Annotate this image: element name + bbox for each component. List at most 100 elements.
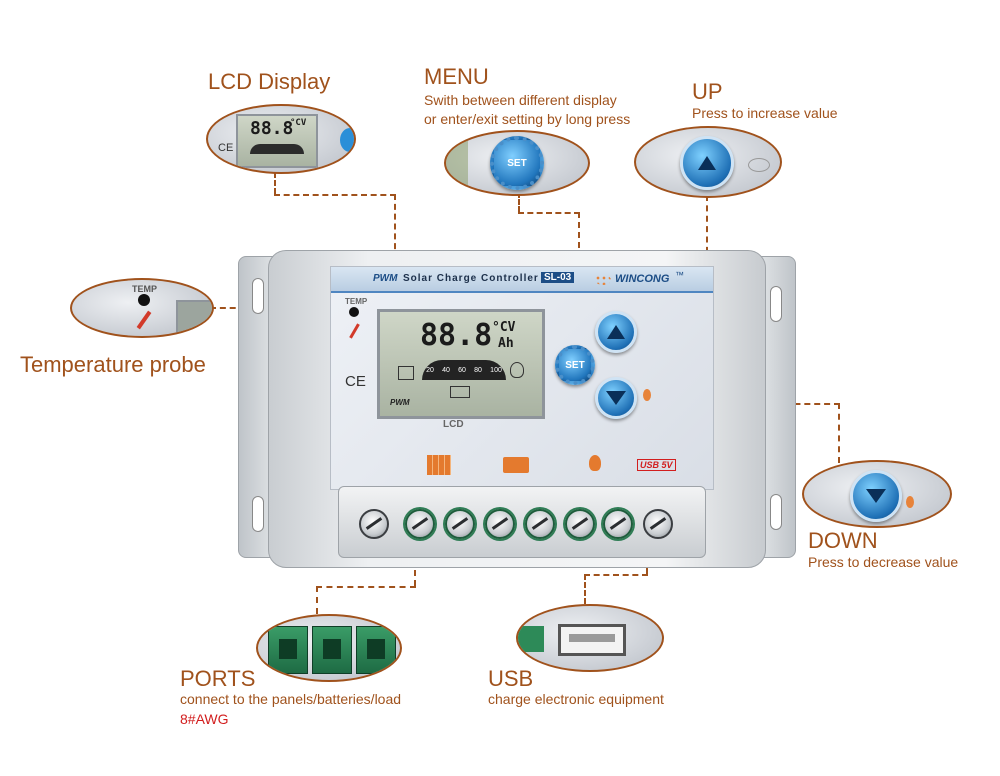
usb-connector-v2 xyxy=(584,574,586,604)
terminal-screw-6 xyxy=(565,509,595,539)
menu-connector-h xyxy=(518,212,580,214)
lcd-scale-80: 80 xyxy=(474,366,482,374)
controller-body: PWM Solar Charge Controller SL-03 WINCON… xyxy=(238,250,796,568)
minus-icon-zoom xyxy=(850,470,902,522)
usb-connector-h xyxy=(584,574,648,576)
temp-zoom-bubble: TEMP xyxy=(70,278,214,338)
down-zoom-bubble xyxy=(802,460,952,528)
model-badge: SL-03 xyxy=(541,272,575,283)
left-mount-hole-bottom xyxy=(252,496,264,532)
front-panel: PWM Solar Charge Controller SL-03 WINCON… xyxy=(330,266,714,490)
port-terminal-1 xyxy=(268,626,308,674)
lcd-pwm: PWM xyxy=(390,398,410,407)
ports-spec: 8#AWG xyxy=(180,711,229,727)
lcd-scale-40: 40 xyxy=(442,366,450,374)
brand-trademark: ™ xyxy=(675,270,684,280)
thermometer-icon-zoom xyxy=(136,310,152,330)
brand-logo-icon xyxy=(595,275,611,285)
temperature-probe-title: Temperature probe xyxy=(20,352,206,377)
usb-title: USB xyxy=(488,666,534,691)
load-bulb-icon xyxy=(589,455,601,471)
menu-desc-line1: Swith between different display xyxy=(424,92,617,108)
menu-connector-v1 xyxy=(518,192,520,212)
lcd-connector-h xyxy=(274,194,396,196)
menu-desc-line2: or enter/exit setting by long press xyxy=(424,111,631,127)
lcd-screen: 88.8 °CV Ah 20 40 60 80 100 PWM xyxy=(377,309,545,419)
set-button-edge-zoom xyxy=(340,128,354,152)
temp-probe-jack-zoom xyxy=(138,294,150,306)
down-title: DOWN xyxy=(808,528,878,553)
left-mount-hole-top xyxy=(252,278,264,314)
menu-gear-icon-zoom: SET xyxy=(490,136,544,190)
lcd-scale-20: 20 xyxy=(426,366,434,374)
set-button[interactable]: SET xyxy=(555,345,595,385)
terminal-screw-8 xyxy=(643,509,673,539)
temp-label: TEMP xyxy=(345,297,368,306)
right-mount-hole-bottom xyxy=(770,494,782,530)
minus-icon xyxy=(606,391,626,405)
right-mount-hole-top xyxy=(770,286,782,322)
up-button[interactable] xyxy=(595,311,637,353)
ce-mark-zoom: CE xyxy=(218,142,234,154)
down-connector-v xyxy=(838,403,840,463)
header-pwm: PWM xyxy=(373,273,398,284)
terminal-block xyxy=(338,486,706,558)
lcd-scale-60: 60 xyxy=(458,366,466,374)
ports-connector-h xyxy=(316,586,416,588)
temp-probe-jack[interactable] xyxy=(349,307,359,317)
thermometer-icon xyxy=(349,323,360,339)
usb-badge: USB 5V xyxy=(637,459,676,471)
plus-icon xyxy=(607,325,625,339)
terminal-screw-7 xyxy=(603,509,633,539)
header-title: Solar Charge Controller xyxy=(403,273,539,284)
lcd-bulb-icon xyxy=(510,362,524,378)
lcd-solar-icon xyxy=(398,366,414,380)
port-terminal-2 xyxy=(312,626,352,674)
lcd-digits: 88.8 xyxy=(420,318,493,353)
usb-desc: charge electronic equipment xyxy=(488,691,664,707)
down-button[interactable] xyxy=(595,377,637,419)
ports-desc: connect to the panels/batteries/load xyxy=(180,691,402,707)
lcd-zoom-unit: °CV xyxy=(290,118,307,128)
terminal-screw-4 xyxy=(485,509,515,539)
ports-title: PORTS xyxy=(180,666,256,691)
usb-port-icon xyxy=(558,624,626,656)
down-desc: Press to decrease value xyxy=(808,554,959,570)
battery-icon xyxy=(503,457,529,473)
leaf-decoration-zoom xyxy=(748,158,770,172)
lcd-unit-bottom: Ah xyxy=(498,336,514,351)
plus-icon-zoom xyxy=(680,136,734,190)
terminal-screw-1 xyxy=(359,509,389,539)
lcd-zoom-digits: 88.8 xyxy=(250,118,294,139)
terminal-screw-5 xyxy=(525,509,555,539)
bulb-icon-zoom xyxy=(906,496,914,508)
ports-connector-v1 xyxy=(414,550,416,586)
up-desc: Press to increase value xyxy=(692,105,838,121)
ports-connector-v2 xyxy=(316,586,318,614)
menu-zoom-bubble: SET xyxy=(444,130,590,196)
menu-title: MENU xyxy=(424,64,489,89)
lcd-caption: LCD xyxy=(443,419,464,430)
brand-name: WINCONG xyxy=(615,273,670,285)
port-terminal-3 xyxy=(356,626,396,674)
lcd-connector-v1 xyxy=(274,172,276,194)
terminal-screw-2 xyxy=(405,509,435,539)
power-bulb-icon xyxy=(643,389,651,401)
ce-mark: CE xyxy=(345,373,366,390)
up-title: UP xyxy=(692,79,723,104)
lcd-zoom-scale-arc xyxy=(250,144,304,154)
lcd-unit-top: °CV xyxy=(492,320,516,335)
solar-panel-icon xyxy=(427,455,451,475)
up-zoom-bubble xyxy=(634,126,782,198)
ports-zoom-bubble xyxy=(256,614,402,682)
lcd-zoom-bubble: 88.8 °CV CE xyxy=(206,104,356,174)
usb-zoom-bubble xyxy=(516,604,664,672)
lcd-display-title: LCD Display xyxy=(208,69,331,94)
lcd-scale: 20 40 60 80 100 xyxy=(422,360,506,380)
lcd-battery-icon xyxy=(450,386,470,398)
terminal-screw-3 xyxy=(445,509,475,539)
temp-label-zoom: TEMP xyxy=(132,284,158,294)
set-button-label: SET xyxy=(565,359,585,371)
panel-header-bar xyxy=(331,267,713,293)
lcd-scale-100: 100 xyxy=(490,366,502,374)
